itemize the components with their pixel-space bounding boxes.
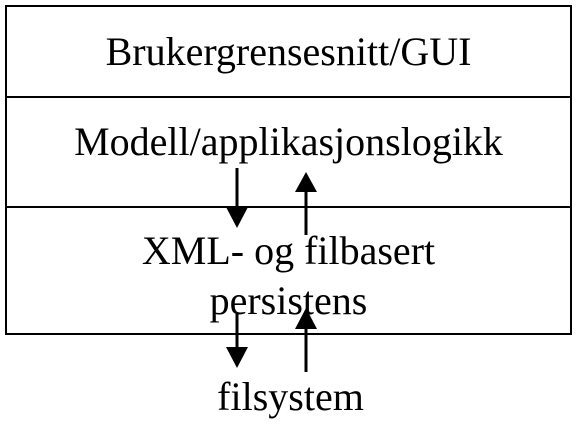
layer-persistence-label: XML- og filbasert persistens xyxy=(141,228,436,323)
layer-gui-label: Brukergrensesnitt/GUI xyxy=(105,28,472,74)
layer-gui: Brukergrensesnitt/GUI xyxy=(7,7,570,98)
filesystem-label: filsystem xyxy=(217,374,364,419)
layer-stack: Brukergrensesnitt/GUI Modell/applikasjon… xyxy=(5,5,572,335)
layer-persistence: XML- og filbasert persistens xyxy=(7,208,570,333)
layer-model-label: Modell/applikasjonslogikk xyxy=(74,119,503,164)
layer-model: Modell/applikasjonslogikk xyxy=(7,98,570,208)
